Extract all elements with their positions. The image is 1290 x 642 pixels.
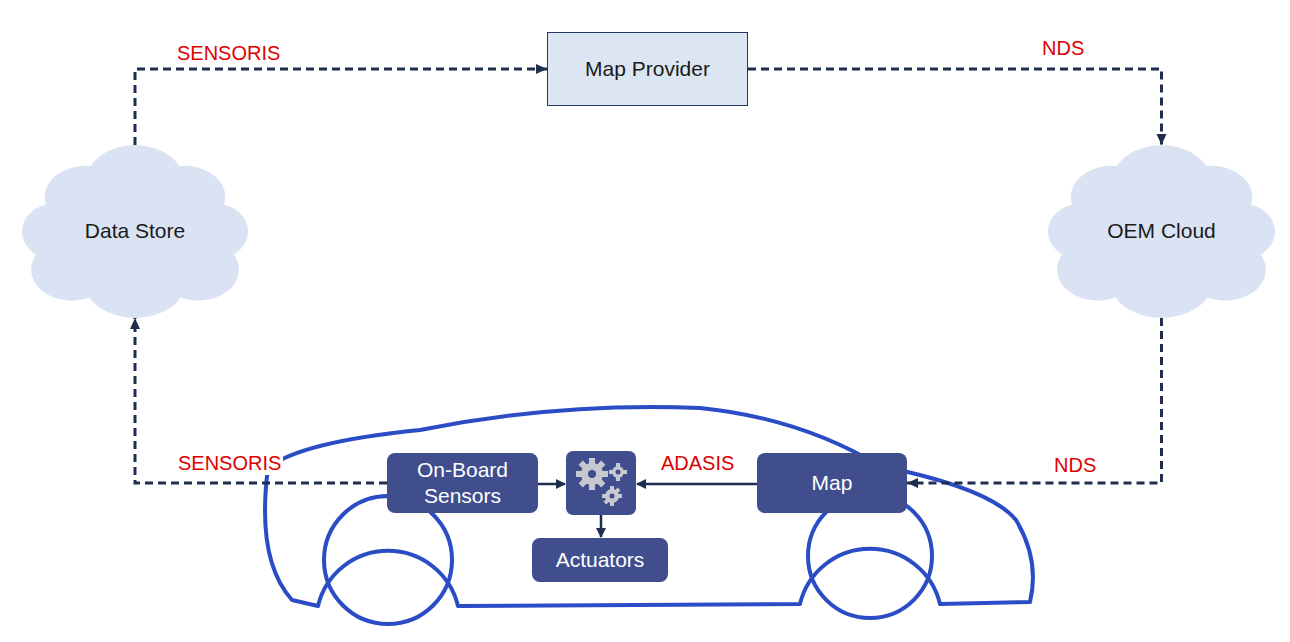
node-text: OEM Cloud xyxy=(1107,218,1216,244)
protocol-label: NDS xyxy=(1052,453,1098,477)
node-text: On-Board Sensors xyxy=(394,457,531,510)
controller-box xyxy=(566,451,636,515)
protocol-label: SENSORIS xyxy=(176,451,283,475)
cloud-node: OEM Cloud xyxy=(1048,145,1275,318)
component-box: Actuators xyxy=(532,538,668,582)
protocol-label: SENSORIS xyxy=(175,41,282,65)
node-text: Actuators xyxy=(556,547,645,573)
protocol-label: ADASIS xyxy=(659,451,736,475)
rear-wheel xyxy=(324,496,452,624)
process-box: Map Provider xyxy=(547,32,748,106)
dashed-connector xyxy=(907,318,1162,483)
dashed-connector xyxy=(135,69,547,145)
actuator-arrow xyxy=(600,515,603,537)
component-box: Map xyxy=(757,453,907,513)
node-text: Data Store xyxy=(85,218,185,244)
dashed-connector xyxy=(748,69,1162,145)
sensor-arrow xyxy=(537,483,565,486)
protocol-label: NDS xyxy=(1040,36,1086,60)
component-box: On-Board Sensors xyxy=(387,453,538,514)
car-outline xyxy=(265,407,1033,606)
node-text: Map Provider xyxy=(585,56,710,82)
dashed-connector xyxy=(135,318,387,483)
node-text: Map xyxy=(812,470,853,496)
map-arrow xyxy=(637,483,757,486)
cloud-node: Data Store xyxy=(22,145,248,318)
gear-icon xyxy=(576,458,627,506)
